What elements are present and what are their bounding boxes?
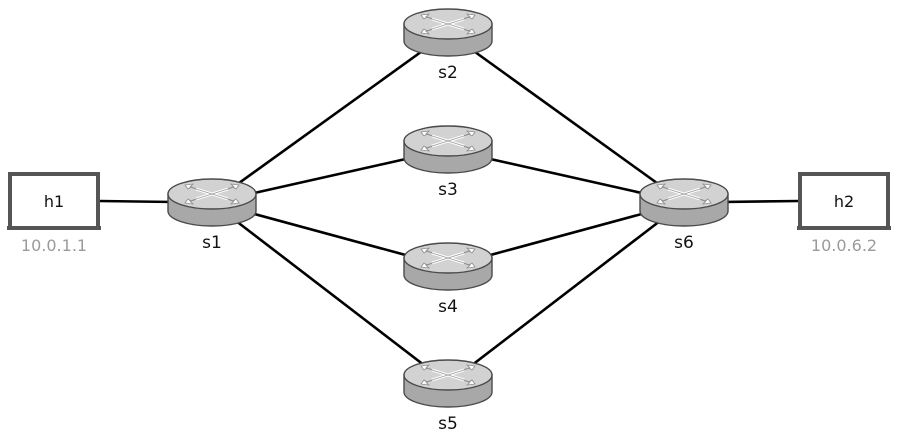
switch-label: s2	[438, 63, 458, 83]
host-ip-address: 10.0.6.2	[811, 236, 877, 255]
switch-label: s5	[438, 414, 458, 434]
router-arrows-icon	[420, 13, 476, 35]
host-h1[interactable]: h1 10.0.1.1	[7, 172, 101, 255]
router-icon	[403, 8, 493, 57]
switch-s3[interactable]: s3	[403, 125, 493, 200]
router-arrows-icon	[420, 130, 476, 152]
host-label: h2	[834, 192, 854, 211]
router-icon	[167, 178, 257, 227]
switch-s1[interactable]: s1	[167, 178, 257, 253]
router-arrows-icon	[184, 183, 240, 205]
switch-label: s6	[674, 233, 694, 253]
host-label: h1	[44, 192, 64, 211]
laptop-icon	[7, 172, 101, 230]
router-icon	[403, 242, 493, 291]
host-h2[interactable]: h2 10.0.6.2	[797, 172, 891, 255]
switch-s2[interactable]: s2	[403, 8, 493, 83]
router-arrows-icon	[656, 183, 712, 205]
switch-label: s3	[438, 180, 458, 200]
link-s1-s2	[211, 31, 449, 204]
switch-s6[interactable]: s6	[639, 178, 729, 253]
link-s1-s5	[211, 201, 449, 385]
host-ip-address: 10.0.1.1	[21, 236, 87, 255]
link-s5-s6	[447, 201, 685, 385]
link-s2-s6	[447, 31, 685, 204]
router-arrows-icon	[420, 247, 476, 269]
nodes-layer: s1 s2 s3 s4 s5 s6 h1 10.0.1.1 h2 10.0.6.2	[7, 8, 891, 434]
switch-s5[interactable]: s5	[403, 359, 493, 434]
switch-label: s1	[202, 233, 222, 253]
switch-s4[interactable]: s4	[403, 242, 493, 317]
router-icon	[403, 125, 493, 174]
router-arrows-icon	[420, 364, 476, 386]
switch-label: s4	[438, 297, 458, 317]
router-icon	[639, 178, 729, 227]
laptop-icon	[797, 172, 891, 230]
router-icon	[403, 359, 493, 408]
